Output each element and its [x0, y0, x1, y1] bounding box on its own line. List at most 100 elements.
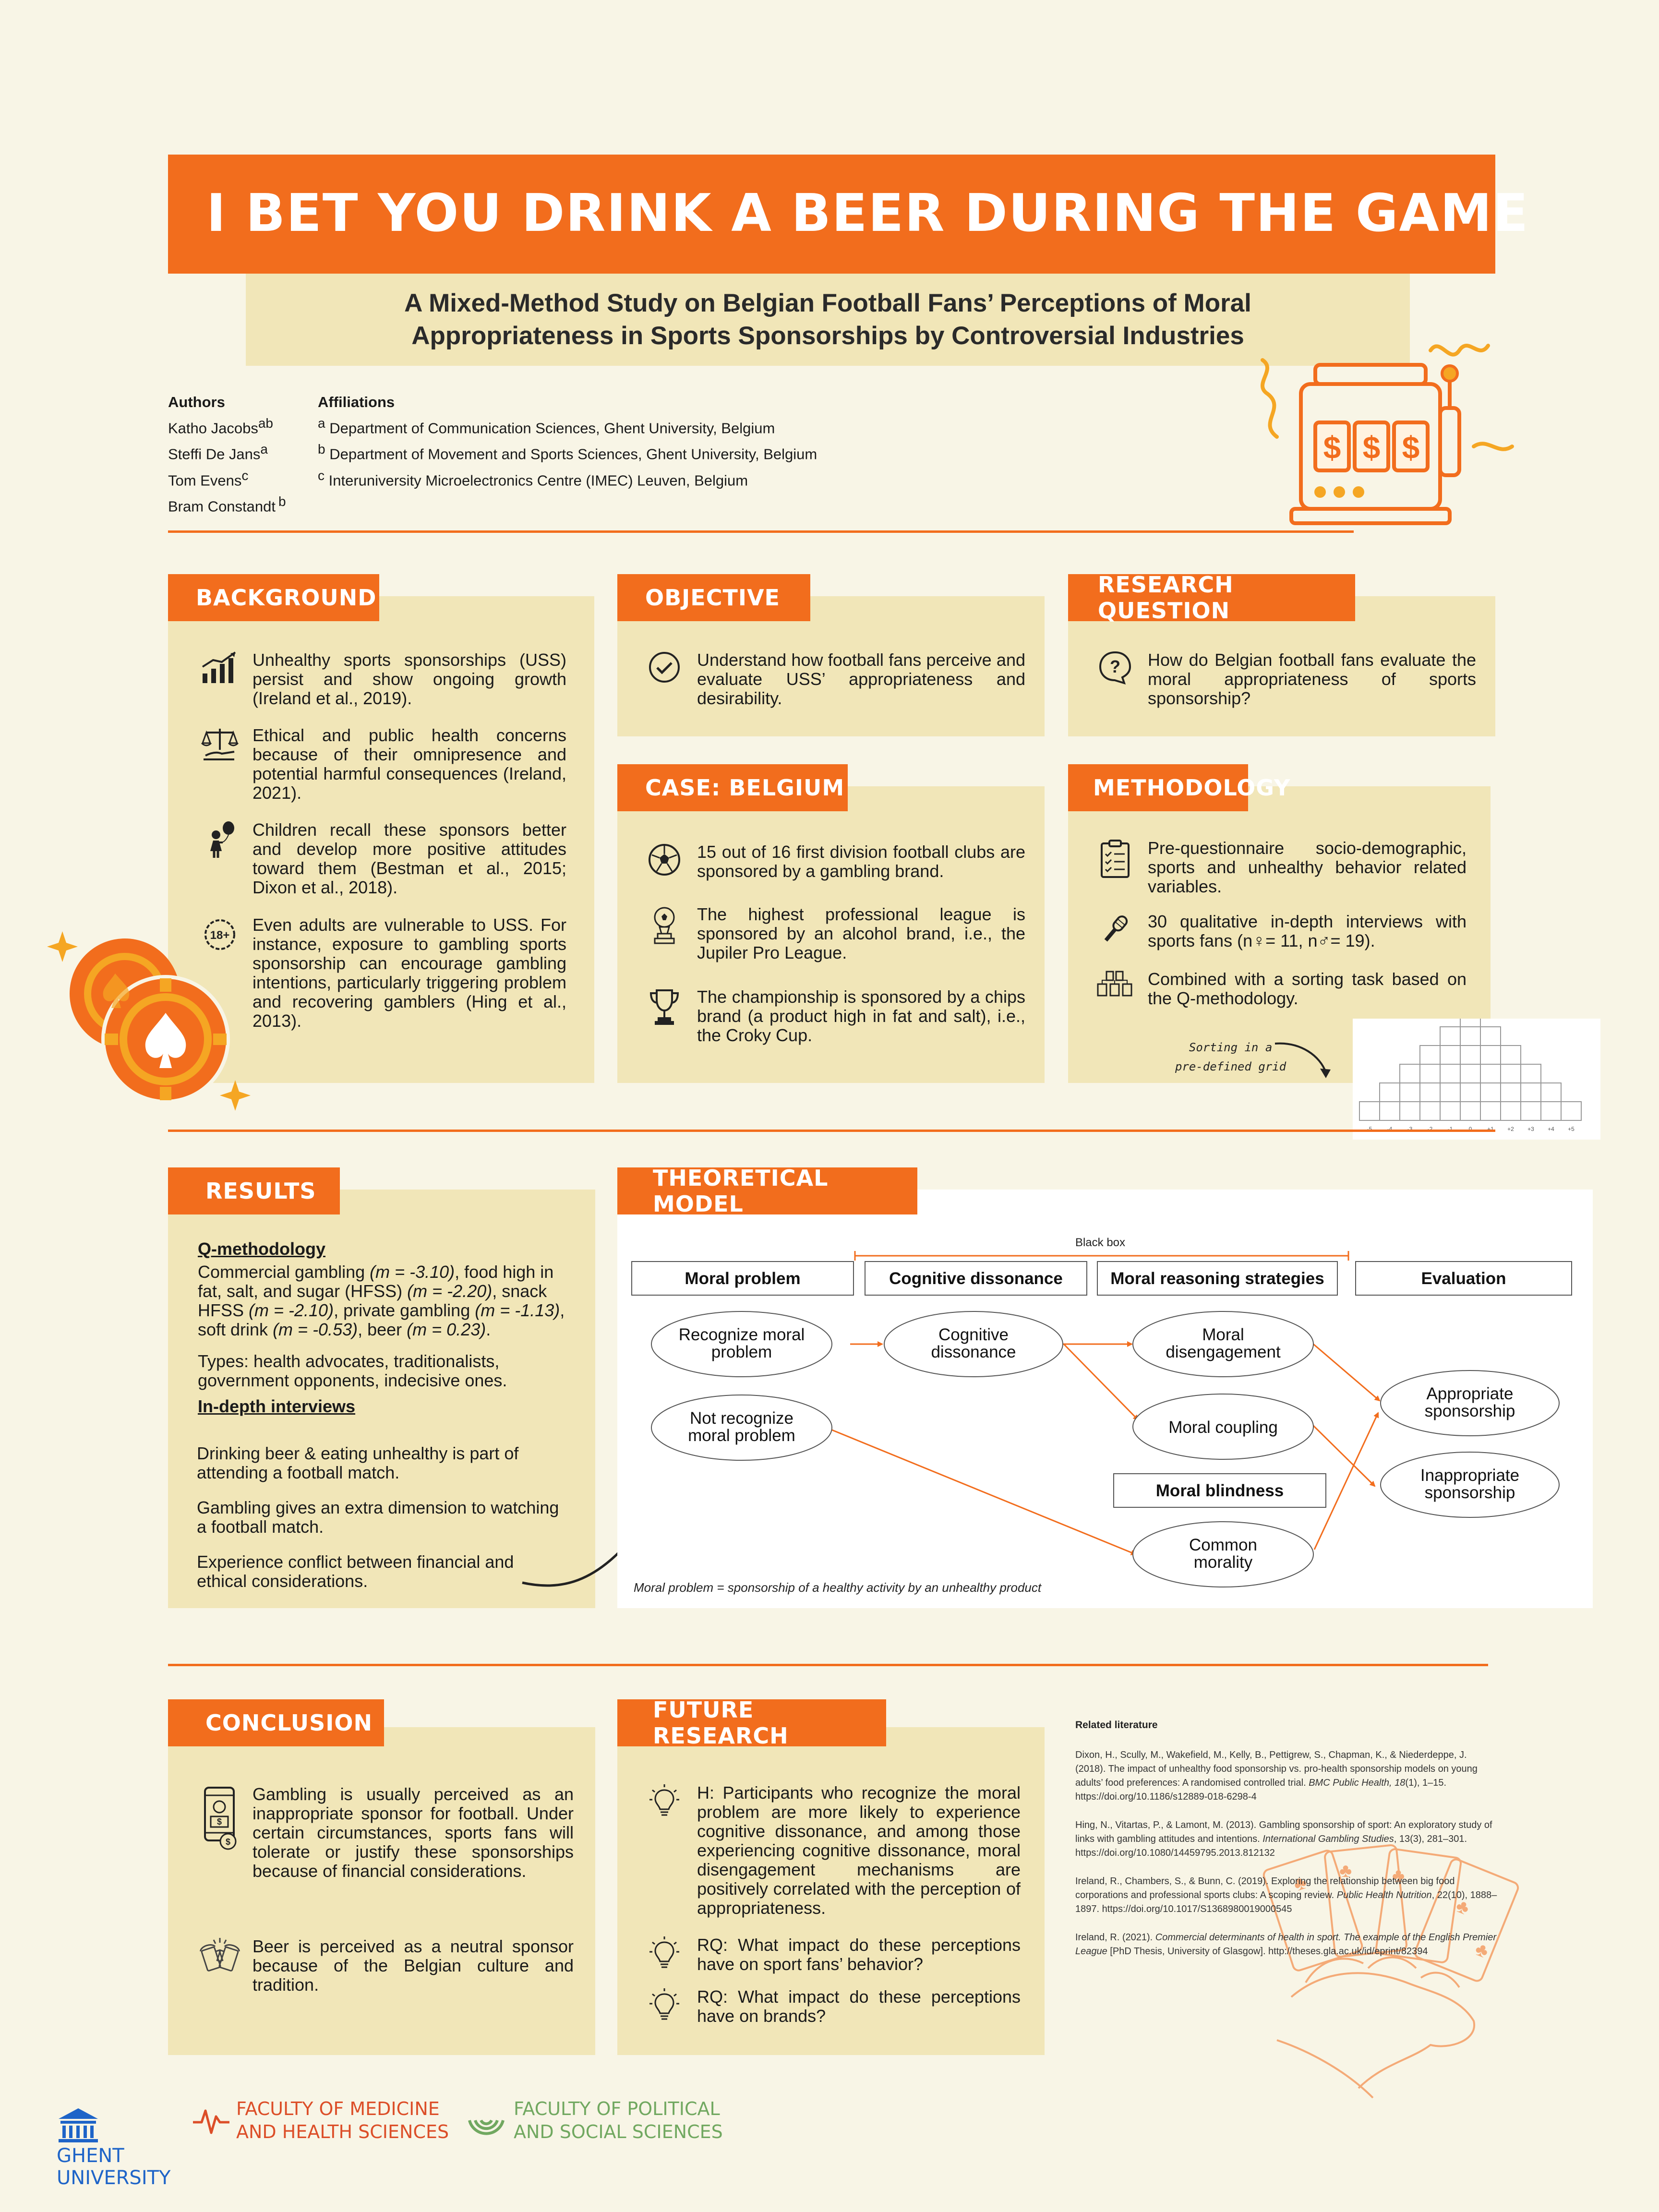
poker-chips-icon: [47, 931, 251, 1111]
grid-cell: [1379, 1082, 1400, 1102]
grid-arrow: [1274, 1042, 1331, 1078]
objective-text: Understand how football fans perceive an…: [697, 650, 1025, 708]
grid-cell: [1480, 1064, 1501, 1083]
stadium-icon: [654, 907, 675, 944]
future-text: RQ: What impact do these perceptions hav…: [697, 1987, 1021, 2026]
background-item: Children recall these sponsors better an…: [197, 820, 566, 897]
check-circle-icon: [649, 652, 680, 683]
heartbeat-icon: [193, 2109, 229, 2134]
methodology-text: Pre-questionnaire socio-demographic, spo…: [1148, 838, 1467, 896]
objective-heading: OBJECTIVE: [617, 574, 810, 621]
case-text: 15 out of 16 first division football clu…: [697, 842, 1025, 881]
grid-cell: [1419, 1064, 1441, 1083]
affiliation-item: b Department of Movement and Sports Scie…: [318, 442, 817, 463]
methodology-heading: METHODOLOGY: [1068, 764, 1290, 811]
grid-label: -4: [1387, 1126, 1393, 1132]
conclusion-text: Beer is perceived as a neutral sponsor b…: [252, 1936, 574, 1995]
grid-cell: [1520, 1082, 1541, 1102]
svg-text:problem: problem: [711, 1343, 772, 1361]
grid-cell: [1561, 1101, 1582, 1121]
stage-box: Cognitive dissonance: [865, 1261, 1087, 1296]
case-item: The championship is sponsored by a chips…: [641, 987, 1025, 1045]
grid-cell: [1540, 1082, 1562, 1102]
future-item: RQ: What impact do these perceptions hav…: [641, 1936, 1021, 1974]
node-moral-blindness: Moral blindness: [1113, 1473, 1326, 1508]
med-line-1: FACULTY OF MEDICINE: [236, 2098, 440, 2119]
svg-text:sponsorship: sponsorship: [1425, 1402, 1515, 1420]
author-item: Tom Evensc: [168, 468, 249, 489]
svg-text:?: ?: [1110, 657, 1120, 676]
types-text: Types: health advocates, traditionalists…: [198, 1351, 507, 1390]
grid-label: +5: [1568, 1126, 1575, 1132]
svg-text:Moral problem: Moral problem: [685, 1269, 800, 1288]
background-item: 18+ Even adults are vulnerable to USS. F…: [197, 915, 566, 1031]
subtitle-line-2: Appropriateness in Sports Sponsorships b…: [411, 322, 1244, 350]
affiliations-block: Affiliations a Department of Communicati…: [318, 392, 817, 491]
slot-machine-icon: $ $ $: [1261, 344, 1514, 525]
svg-text:Moral: Moral: [1202, 1325, 1244, 1344]
stage-box: Moral reasoning strategies: [1097, 1261, 1338, 1296]
background-item: Unhealthy sports sponsorships (USS) pers…: [197, 650, 566, 708]
svg-text:Not recognize: Not recognize: [690, 1409, 793, 1428]
methodology-text: Combined with a sorting task based on th…: [1148, 969, 1467, 1008]
grid-label: -3: [1407, 1126, 1413, 1132]
q-method-heading: Q-methodology: [198, 1239, 325, 1259]
grid-cell: [1399, 1064, 1420, 1083]
svg-text:morality: morality: [1194, 1553, 1253, 1572]
grid-cell: [1520, 1064, 1541, 1083]
future-text: RQ: What impact do these perceptions hav…: [697, 1935, 1021, 1974]
med-line-2: AND HEALTH SCIENCES: [236, 2121, 449, 2142]
model-note: Moral problem = sponsorship of a healthy…: [634, 1580, 1042, 1595]
grid-label: -5: [1367, 1126, 1372, 1132]
background-panel: [168, 596, 594, 1083]
pol-line-2: AND SOCIAL SCIENCES: [514, 2121, 723, 2142]
svg-text:Moral coupling: Moral coupling: [1168, 1418, 1278, 1437]
grid-cell: [1500, 1101, 1521, 1121]
grid-cell: [1500, 1064, 1521, 1083]
interview-item: Experience conflict between financial an…: [197, 1552, 514, 1591]
svg-text:dissonance: dissonance: [931, 1343, 1016, 1361]
research-question-heading: RESEARCH QUESTION: [1068, 572, 1355, 624]
phone-gambling-icon: $$: [204, 1787, 237, 1850]
subtitle: A Mixed-Method Study on Belgian Football…: [246, 287, 1410, 352]
author-item: Steffi De Jansa: [168, 442, 268, 463]
theoretical-model-diagram: Black box Moral problem Cognitive disson…: [631, 1236, 1572, 1595]
grid-cell: [1460, 1045, 1481, 1065]
grid-cell: [1440, 1045, 1461, 1065]
child-balloon-icon: [210, 821, 234, 858]
background-text: Unhealthy sports sponsorships (USS) pers…: [252, 650, 566, 708]
slot-symbol: $: [1323, 430, 1341, 465]
ghent-line-2: UNIVERSITY: [57, 2167, 171, 2189]
affiliation-item: c Interuniversity Microelectronics Centr…: [318, 468, 748, 489]
interviews-heading: In-depth interviews: [198, 1396, 356, 1416]
grid-cell: [1440, 1101, 1461, 1121]
svg-text:Cognitive: Cognitive: [938, 1325, 1009, 1344]
case-panel: [617, 786, 1045, 1083]
faculty-political-logo: FACULTY OF POLITICAL AND SOCIAL SCIENCES: [465, 2092, 733, 2149]
grid-cell: [1419, 1082, 1441, 1102]
grid-cell: [1480, 1026, 1501, 1046]
cards-hand-illustration: ♣ ♣ ♣ ♣ ♣: [1262, 1844, 1519, 2099]
q-method-text: Commercial gambling (m = -3.10), food hi…: [198, 1262, 565, 1339]
grid-cell: [1419, 1101, 1441, 1121]
research-question-text: How do Belgian football fans evaluate th…: [1148, 650, 1476, 708]
svg-text:Recognize moral: Recognize moral: [679, 1325, 805, 1344]
affiliation-item: a Department of Communication Sciences, …: [318, 416, 775, 437]
case-heading: CASE: BELGIUM: [617, 764, 848, 811]
black-box-label: Black box: [1075, 1236, 1125, 1249]
interview-item: Gambling gives an extra dimension to wat…: [197, 1498, 559, 1537]
grid-cell: [1520, 1101, 1541, 1121]
slot-symbol: $: [1402, 430, 1420, 465]
trophy-icon: [649, 989, 679, 1025]
stage-box: Moral problem: [631, 1261, 854, 1296]
reference-item: Ireland, R., Chambers, S., & Bunn, C. (2…: [1075, 1876, 1497, 1914]
grid-cell: [1500, 1082, 1521, 1102]
grid-cell: [1359, 1101, 1380, 1121]
svg-text:Cognitive dissonance: Cognitive dissonance: [889, 1269, 1063, 1288]
